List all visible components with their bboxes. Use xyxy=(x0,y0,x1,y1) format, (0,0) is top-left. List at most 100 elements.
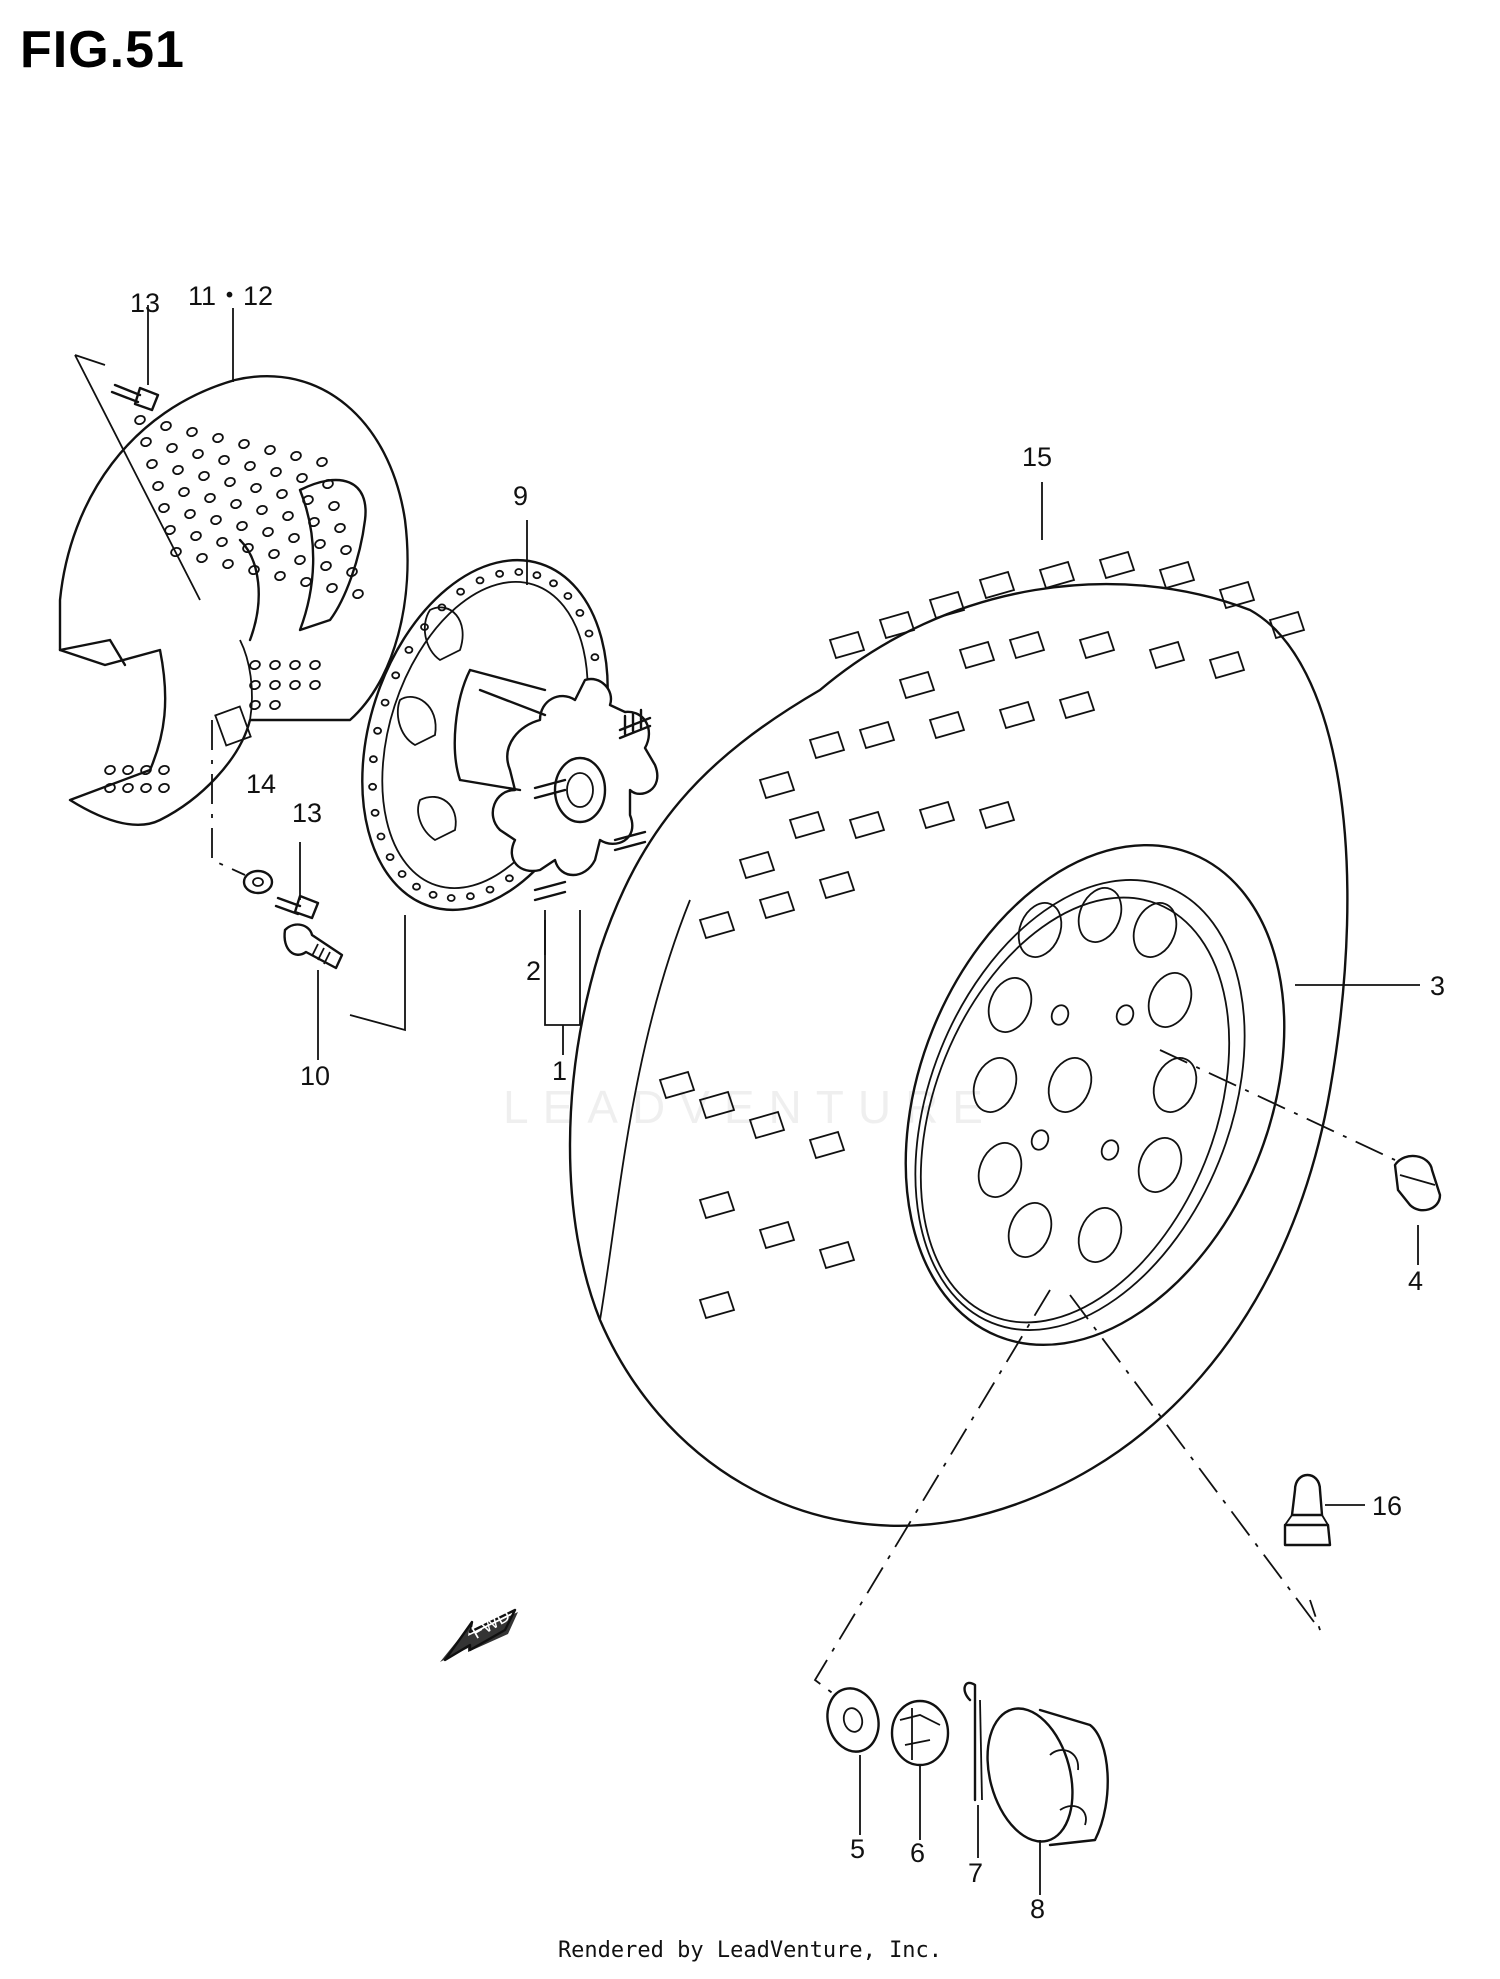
cover-hole xyxy=(190,530,202,542)
rim-lug-hole xyxy=(1030,1129,1050,1151)
forward-direction-arrow: FWD xyxy=(440,1605,518,1662)
cover-hole xyxy=(244,460,256,472)
cover-hole xyxy=(269,659,281,671)
cover-hole xyxy=(238,438,250,450)
cover-hole xyxy=(282,510,294,522)
cover-perforations xyxy=(104,414,364,794)
cover-hole xyxy=(122,764,134,776)
cover-hole xyxy=(160,420,172,432)
disc-hole xyxy=(385,853,395,861)
tread-lug xyxy=(918,800,956,830)
cover-hole xyxy=(308,516,320,528)
cover-hole xyxy=(216,536,228,548)
callout-9: 9 xyxy=(513,481,528,511)
disc-hole xyxy=(504,874,514,883)
tread-lug xyxy=(1078,630,1116,660)
cover-hole xyxy=(192,448,204,460)
rim-vent-hole xyxy=(1017,902,1063,958)
cover-hole xyxy=(346,566,358,578)
cover-hole xyxy=(289,679,301,691)
disc-hole xyxy=(563,592,573,600)
cover-hole xyxy=(268,548,280,560)
tread-lug xyxy=(1268,610,1306,640)
tread-lug xyxy=(758,890,796,920)
cover-hole xyxy=(196,552,208,564)
lug-nut-part xyxy=(1393,1154,1442,1212)
rim-vent-hole xyxy=(1007,1202,1053,1258)
cover-hole xyxy=(290,450,302,462)
tread-lug xyxy=(998,700,1036,730)
tire-tread xyxy=(658,550,1306,1320)
disc-hole xyxy=(391,671,401,680)
disc-hole xyxy=(485,885,495,894)
cover-hole xyxy=(274,570,286,582)
tread-lug xyxy=(1098,550,1136,580)
cover-hole xyxy=(250,482,262,494)
callout-13-upper: 13 xyxy=(130,288,160,318)
cover-hole xyxy=(222,558,234,570)
cover-hole xyxy=(166,442,178,454)
cover-hole xyxy=(328,500,340,512)
cover-hole xyxy=(334,522,346,534)
tread-lug xyxy=(898,670,936,700)
cover-hole xyxy=(224,476,236,488)
cover-hole xyxy=(249,679,261,691)
tread-lug xyxy=(698,1090,736,1120)
cover-hole xyxy=(212,432,224,444)
cover-hole xyxy=(300,576,312,588)
disc-hole xyxy=(373,726,383,735)
tread-lug xyxy=(658,1070,696,1100)
tread-lug xyxy=(858,720,896,750)
cover-hole xyxy=(340,544,352,556)
washer-14 xyxy=(242,869,274,895)
cover-hole xyxy=(172,464,184,476)
disc-hole xyxy=(412,882,421,891)
callout-labels: 13 11・12 9 15 3 4 16 14 13 2 1 10 5 6 7 … xyxy=(130,281,1445,1924)
disc-hole xyxy=(376,832,386,841)
cover-hole xyxy=(140,764,152,776)
callout-16: 16 xyxy=(1372,1491,1402,1521)
cover-hole xyxy=(256,504,268,516)
bolt-13-upper xyxy=(110,383,160,412)
tread-lug xyxy=(818,870,856,900)
disc-hole xyxy=(584,629,594,638)
wheel-rim-part xyxy=(904,843,1286,1347)
cover-hole xyxy=(218,454,230,466)
cotter-pin-part xyxy=(963,1681,983,1802)
disc-hole xyxy=(397,870,407,878)
tread-lug xyxy=(1008,630,1046,660)
callout-6: 6 xyxy=(910,1838,925,1868)
cover-hole xyxy=(204,492,216,504)
disc-hole xyxy=(404,646,414,654)
cover-hole xyxy=(248,564,260,576)
rim-center-hole xyxy=(1047,1057,1093,1113)
cover-hole xyxy=(210,514,222,526)
callout-7: 7 xyxy=(968,1858,983,1888)
cover-hole xyxy=(276,488,288,500)
cover-hole xyxy=(140,436,152,448)
cover-hole xyxy=(158,502,170,514)
tread-lug xyxy=(1058,690,1096,720)
rim-vent-hole xyxy=(1077,1207,1123,1263)
disc-hole xyxy=(368,755,378,764)
tread-lug xyxy=(878,610,916,640)
disc-hole xyxy=(575,609,585,617)
watermark: LEADVENTURE xyxy=(503,1081,997,1133)
tread-lug xyxy=(828,630,866,660)
cover-hole xyxy=(140,782,152,794)
cover-hole xyxy=(184,508,196,520)
disc-cover-part xyxy=(58,374,409,827)
cover-hole xyxy=(152,480,164,492)
bolt-10 xyxy=(283,923,344,970)
cover-hole xyxy=(296,472,308,484)
cover-hole xyxy=(352,588,364,600)
rim-vent-hole xyxy=(972,1057,1018,1113)
cover-hole xyxy=(178,486,190,498)
cover-hole xyxy=(146,458,158,470)
callout-15: 15 xyxy=(1022,442,1052,472)
rim-vent-hole xyxy=(1132,902,1178,958)
cover-hole xyxy=(294,554,306,566)
tread-lug xyxy=(698,1290,736,1320)
callout-8: 8 xyxy=(1030,1894,1045,1924)
